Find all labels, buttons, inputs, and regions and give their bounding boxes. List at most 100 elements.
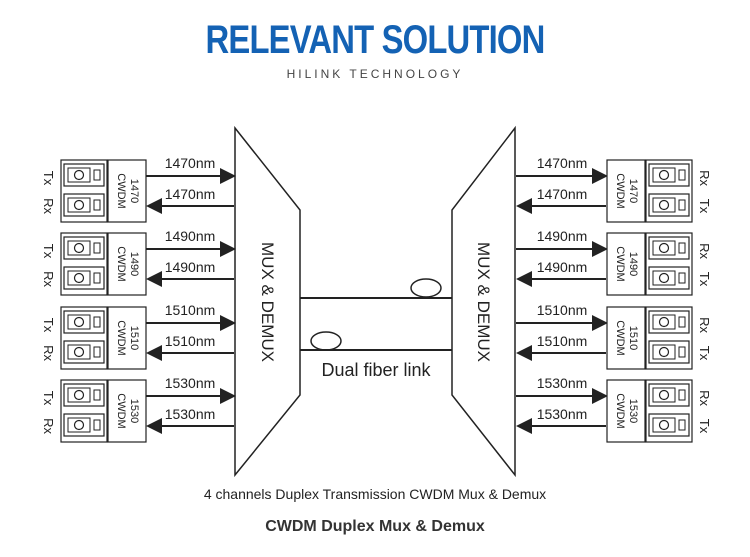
right-rx-connector-1-latch (678, 169, 686, 181)
right-cwdm-module-4 (606, 379, 646, 443)
right-tx-connector-1-latch (678, 199, 686, 211)
page-subtitle: HILINK TECHNOLOGY (286, 67, 464, 81)
left-rx-connector-3-latch (93, 346, 101, 358)
right-rx-wavelength-label-3: 1510nm (537, 302, 588, 318)
right-rx-wavelength-label-2: 1490nm (537, 228, 588, 244)
left-tx-label-2: Tx (41, 244, 56, 259)
right-tx-connector-2-ferrule (658, 272, 670, 284)
right-cwdm-module-2 (606, 232, 646, 296)
left-rx-label-1: Rx (41, 198, 56, 214)
left-tx-connector-4-ferrule (73, 389, 85, 401)
right-cwdm-wavelength-4: 1530 (627, 399, 639, 423)
left-rx-connector-3-ferrule (73, 346, 85, 358)
right-rx-label-3: Rx (697, 317, 712, 333)
left-tx-label-4: Tx (41, 391, 56, 406)
right-rx-connector-3-ferrule (658, 316, 670, 328)
left-rx-connector-4-ferrule (73, 419, 85, 431)
right-tx-connector-2-latch (678, 272, 686, 284)
left-cwdm-wavelength-4: 1530 (128, 399, 140, 423)
left-cwdm-wavelength-3: 1510 (128, 326, 140, 350)
caption-description: 4 channels Duplex Transmission CWDM Mux … (203, 486, 547, 502)
right-cwdm-wavelength-2: 1490 (627, 252, 639, 276)
left-cwdm-module-2 (107, 232, 147, 296)
left-rx-connector-4-latch (93, 419, 101, 431)
left-cwdm-label-4: CWDM (115, 393, 127, 428)
right-mux-block (451, 125, 516, 478)
left-rx-label-4: Rx (41, 418, 56, 434)
right-cwdm-label-2: CWDM (614, 246, 626, 281)
left-tx-wavelength-label-2: 1490nm (165, 228, 216, 244)
left-rx-connector-1-latch (93, 199, 101, 211)
left-rx-connector-1-ferrule (73, 199, 85, 211)
left-cwdm-module-1 (107, 159, 147, 223)
right-tx-connector-3-latch (678, 346, 686, 358)
left-tx-connector-3-ferrule (73, 316, 85, 328)
right-tx-wavelength-label-2: 1490nm (537, 259, 588, 275)
left-rx-label-3: Rx (41, 345, 56, 361)
left-tx-wavelength-label-1: 1470nm (165, 155, 216, 171)
left-rx-label-2: Rx (41, 271, 56, 287)
left-tx-connector-4-latch (93, 389, 101, 401)
right-rx-connector-2-ferrule (658, 242, 670, 254)
right-cwdm-label-3: CWDM (614, 320, 626, 355)
left-tx-connector-1-ferrule (73, 169, 85, 181)
page-title: RELEVANT SOLUTION (205, 18, 546, 62)
right-cwdm-label-4: CWDM (614, 393, 626, 428)
left-tx-connector-3-latch (93, 316, 101, 328)
left-tx-wavelength-label-3: 1510nm (165, 302, 216, 318)
left-cwdm-module-3 (107, 306, 147, 370)
left-tx-connector-2-ferrule (73, 242, 85, 254)
left-tx-wavelength-label-4: 1530nm (165, 375, 216, 391)
left-cwdm-label-3: CWDM (115, 320, 127, 355)
right-tx-wavelength-label-4: 1530nm (537, 406, 588, 422)
dual-fiber-link-label: Dual fiber link (321, 360, 431, 380)
right-rx-label-1: Rx (697, 170, 712, 186)
left-rx-wavelength-label-3: 1510nm (165, 333, 216, 349)
right-tx-label-3: Tx (697, 346, 712, 361)
right-rx-connector-4-ferrule (658, 389, 670, 401)
left-mux-label: MUX & DEMUX (258, 242, 277, 362)
left-rx-wavelength-label-2: 1490nm (165, 259, 216, 275)
right-cwdm-module-1 (606, 159, 646, 223)
fiber-coil-top (410, 278, 442, 298)
caption-title: CWDM Duplex Mux & Demux (265, 518, 485, 535)
fiber-coil-bottom (310, 331, 342, 351)
left-mux-block (234, 125, 301, 478)
left-tx-label-3: Tx (41, 318, 56, 333)
right-cwdm-wavelength-1: 1470 (627, 179, 639, 203)
right-tx-connector-4-ferrule (658, 419, 670, 431)
left-rx-connector-2-ferrule (73, 272, 85, 284)
left-rx-wavelength-label-4: 1530nm (165, 406, 216, 422)
left-cwdm-label-2: CWDM (115, 246, 127, 281)
right-tx-label-2: Tx (697, 272, 712, 287)
right-tx-label-1: Tx (697, 199, 712, 214)
right-tx-connector-3-ferrule (658, 346, 670, 358)
right-rx-wavelength-label-1: 1470nm (537, 155, 588, 171)
right-rx-connector-4-latch (678, 389, 686, 401)
left-tx-connector-2-latch (93, 242, 101, 254)
right-rx-connector-3-latch (678, 316, 686, 328)
left-tx-connector-1-latch (93, 169, 101, 181)
left-rx-connector-2-latch (93, 272, 101, 284)
right-cwdm-module-3 (606, 306, 646, 370)
right-rx-label-2: Rx (697, 243, 712, 259)
right-tx-connector-1-ferrule (658, 199, 670, 211)
left-rx-wavelength-label-1: 1470nm (165, 186, 216, 202)
right-mux-label: MUX & DEMUX (474, 242, 493, 362)
left-cwdm-module-4 (107, 379, 147, 443)
right-tx-wavelength-label-1: 1470nm (537, 186, 588, 202)
right-rx-wavelength-label-4: 1530nm (537, 375, 588, 391)
right-rx-connector-1-ferrule (658, 169, 670, 181)
right-rx-connector-2-latch (678, 242, 686, 254)
right-tx-wavelength-label-3: 1510nm (537, 333, 588, 349)
right-cwdm-wavelength-3: 1510 (627, 326, 639, 350)
left-tx-label-1: Tx (41, 171, 56, 186)
right-tx-connector-4-latch (678, 419, 686, 431)
left-cwdm-wavelength-1: 1470 (128, 179, 140, 203)
right-rx-label-4: Rx (697, 390, 712, 406)
left-cwdm-wavelength-2: 1490 (128, 252, 140, 276)
right-tx-label-4: Tx (697, 419, 712, 434)
left-cwdm-label-1: CWDM (115, 173, 127, 208)
right-cwdm-label-1: CWDM (614, 173, 626, 208)
